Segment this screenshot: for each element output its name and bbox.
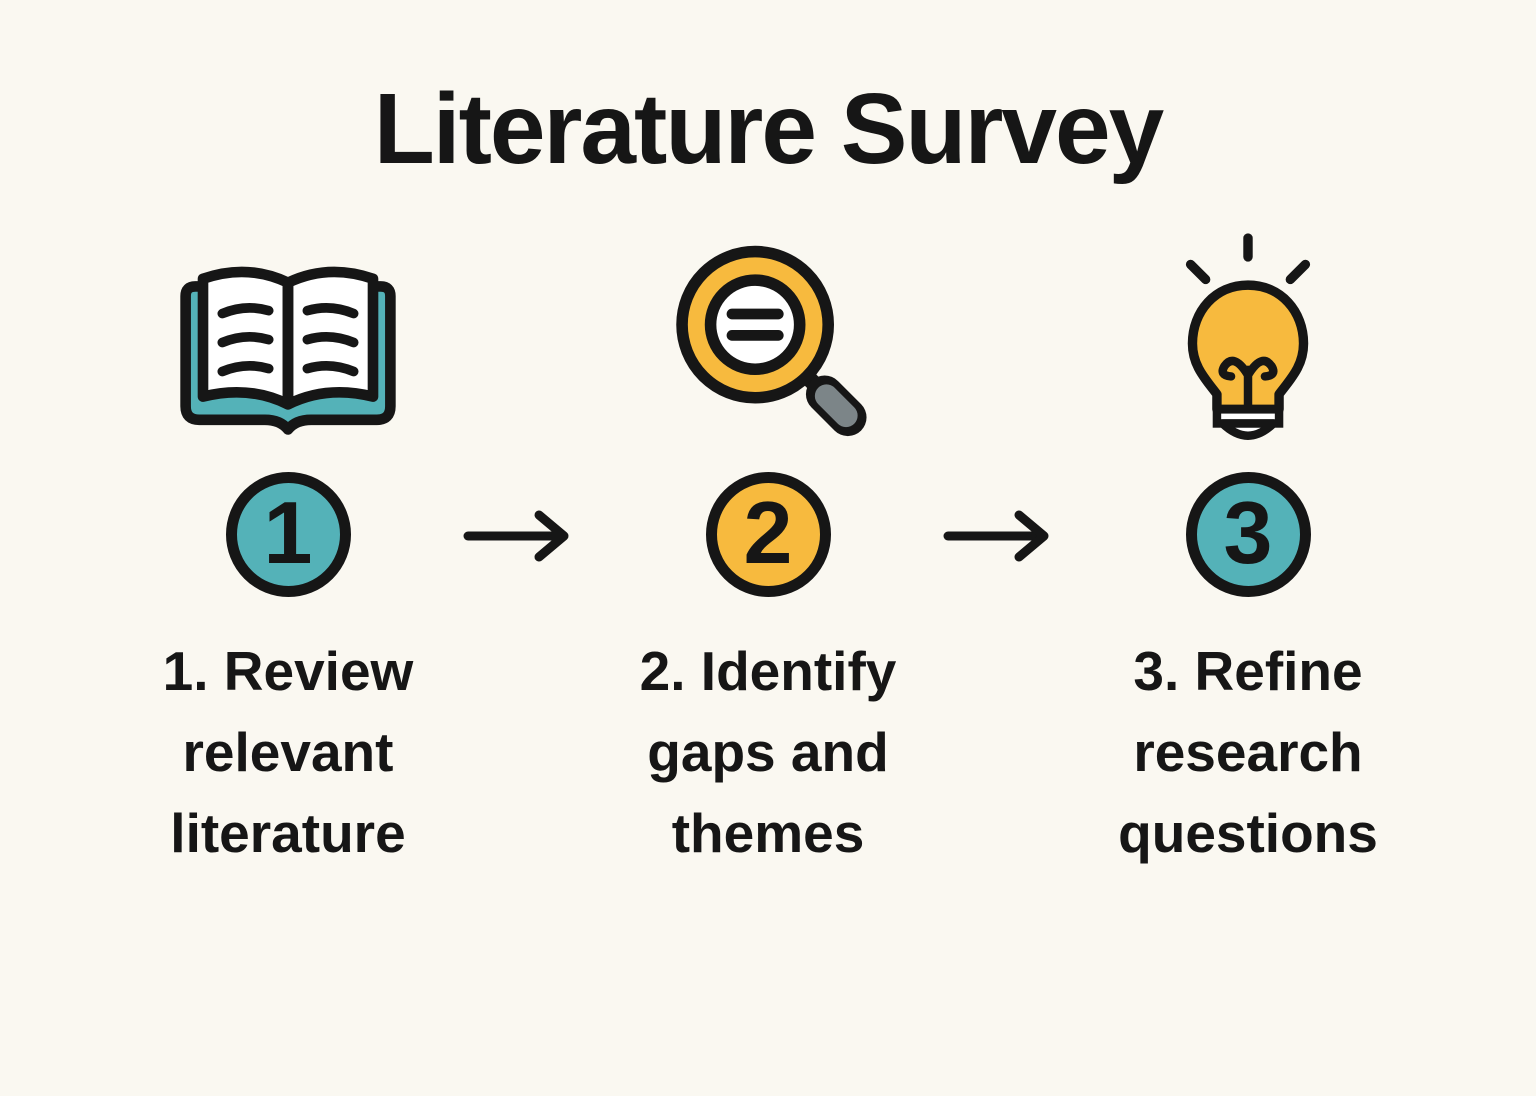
step-1: 1 1. Review relevant literature [48,225,528,874]
step-2-number: 2 [743,482,793,582]
step-1-label-line-3: literature [170,801,406,864]
magnifying-glass-icon [675,245,867,437]
step-2-number-badge: 2 [705,472,831,597]
step-2-label-line-3: themes [671,801,865,864]
step-1-label-line-1: 1. Review [162,640,414,702]
step-3-label-line-1: 3. Refine [1133,640,1363,702]
step-3: 3 3. Refine research questions [1008,225,1488,874]
step-2-label-line-2: gaps and [647,720,889,783]
process-flow-diagram: 1 1. Review relevant literature 2 [48,225,1488,874]
step-1-label-line-2: relevant [182,720,394,783]
arrow-right-icon [463,510,569,562]
page-title: Literature Survey [373,73,1165,185]
step-2-label-line-1: 2. Identify [639,640,897,702]
step-3-number-badge: 3 [1185,472,1311,597]
step-2-icon-box [666,225,871,460]
step-1-number: 1 [263,482,313,582]
step-3-label: 3. Refine research questions [1118,631,1378,874]
step-3-label-line-3: questions [1118,801,1378,864]
step-3-icon-box [1168,225,1328,460]
open-book-icon [180,266,396,435]
lightbulb-icon [1185,232,1311,440]
step-1-number-badge: 1 [225,472,351,597]
step-3-label-line-2: research [1133,720,1363,783]
step-2: 2 2. Identify gaps and themes [528,225,1008,874]
step-2-label: 2. Identify gaps and themes [640,631,897,874]
step-1-icon-box [172,225,404,460]
step-3-number: 3 [1223,482,1273,582]
arrow-right-icon [943,510,1049,562]
step-1-label: 1. Review relevant literature [163,631,414,874]
